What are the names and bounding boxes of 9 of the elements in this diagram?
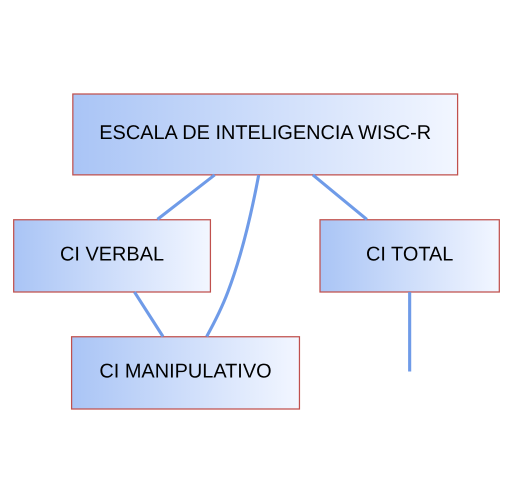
connector [156,173,216,220]
node-box: CI TOTAL [319,218,500,292]
connector [408,292,412,372]
connector [312,173,368,220]
node-box: CI VERBAL [13,218,212,292]
connector [133,290,164,337]
connector [205,174,260,337]
node-box: CI MANIPULATIVO [70,336,300,410]
node-box: ESCALA DE INTELIGENCIA WISC-R [72,92,458,176]
